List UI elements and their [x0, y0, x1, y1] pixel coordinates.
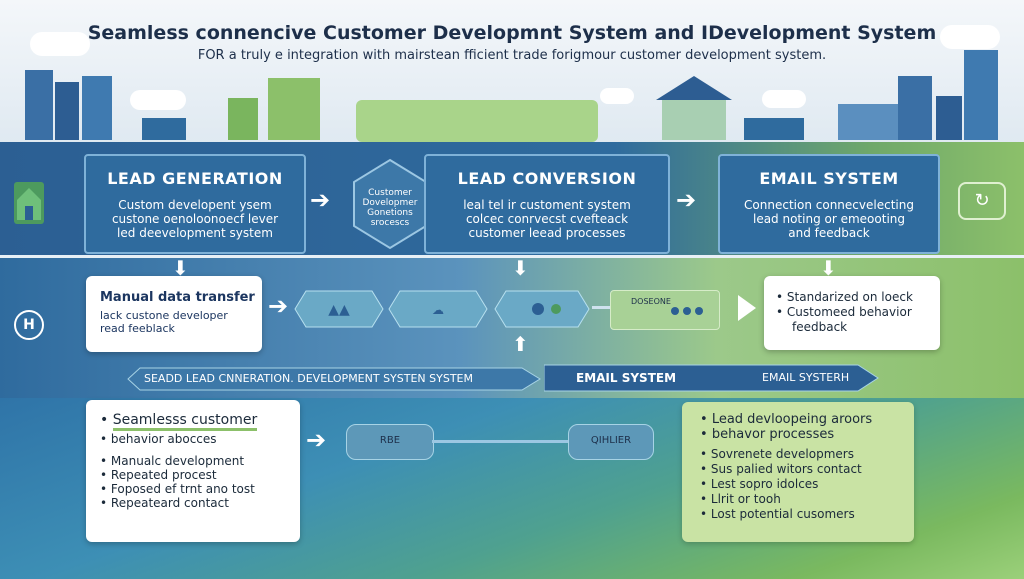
diamond-line: srocescs: [370, 218, 410, 228]
sign-decoration: [744, 118, 804, 140]
page-title: Seamless connencive Customer Developmnt …: [87, 22, 937, 44]
up-arrow-icon: ⬆: [512, 332, 529, 356]
manual-transfer-card[interactable]: Manual data transfer lack custone develo…: [86, 276, 262, 352]
building-green: [268, 78, 320, 140]
email-system-title: EMAIL SYSTEM: [759, 169, 899, 188]
diamond-node[interactable]: Customer Dovelopmer Gonetions srocescs: [352, 158, 428, 250]
email-system-line: Connection connecvelecting: [744, 198, 914, 212]
standardized-item: • Standarized on loeck: [776, 290, 913, 304]
flow-hex-node[interactable]: [494, 290, 590, 328]
manual-transfer-line: lack custone developer: [100, 309, 228, 322]
email-system-line: lead noting or emeooting: [752, 212, 905, 226]
seamless-item: • Foposed ef trnt ano tost: [100, 482, 255, 496]
diamond-line: Gonetions: [367, 208, 413, 218]
connector-line: [592, 306, 610, 309]
banner-left-label: SEADD LEAD CNNERATION. DEVELOPMENT SYSTE…: [144, 372, 473, 385]
arrow-icon: ➔: [310, 186, 331, 214]
lead-issue-item: • behavor processes: [700, 427, 835, 442]
seamless-customer-card[interactable]: • Seamlesss customer • behavior abocces …: [86, 400, 300, 542]
page-subtitle: FOR a truly e integration with mairstean…: [197, 48, 827, 63]
banner-arrow-right[interactable]: EMAIL SYSTEM EMAIL SYSTERH: [544, 362, 880, 394]
arrow-icon: ➔: [676, 186, 697, 214]
flow-tag-panel[interactable]: DOSEONE: [610, 290, 720, 330]
email-system-box[interactable]: EMAIL SYSTEM Connection connecvelecting …: [718, 154, 940, 254]
down-arrow-icon: ⬇: [820, 256, 837, 280]
lead-issues-card[interactable]: • Lead devloopeing aroors • behavor proc…: [682, 402, 914, 542]
svg-text:☁: ☁: [432, 303, 444, 317]
cloud-decoration: [762, 90, 806, 108]
email-system-line: and feedback: [788, 226, 870, 240]
home-icon: [14, 182, 44, 224]
seamless-item: • Manualc development: [100, 454, 245, 468]
lead-issue-item: • Sovrenete developmers: [700, 447, 854, 461]
house-icon: [662, 96, 726, 140]
lead-conversion-box[interactable]: LEAD CONVERSION leal tel ir customent sy…: [424, 154, 670, 254]
play-arrow-icon: [738, 295, 756, 321]
pill-node-right[interactable]: QIHLIER: [568, 424, 654, 460]
banner-right-label: EMAIL SYSTERH: [762, 371, 850, 384]
sign-decoration: [142, 118, 186, 140]
lead-conversion-line: customer leead processes: [468, 226, 626, 240]
down-arrow-icon: ⬇: [172, 256, 189, 280]
building-right: [838, 104, 898, 140]
banner-right-label: EMAIL SYSTEM: [576, 371, 677, 385]
flow-hex-node[interactable]: ▲▲: [294, 290, 384, 328]
connector-line: [432, 440, 568, 443]
seamless-title: • Seamlesss customer: [100, 412, 300, 431]
flow-hex-node[interactable]: ☁: [388, 290, 488, 328]
building-right: [964, 50, 998, 140]
lead-generation-line: custone oenoloonoecf lever: [111, 212, 279, 226]
building-right: [898, 76, 932, 140]
divider-line: [0, 255, 1024, 258]
building-left: [55, 82, 79, 140]
lead-issue-item: • Lost potential cusomers: [700, 507, 855, 521]
building-left: [82, 76, 112, 140]
house-roof: [656, 76, 732, 100]
lead-conversion-title: LEAD CONVERSION: [457, 169, 637, 188]
arrow-icon: ➔: [268, 292, 289, 320]
lead-issue-item: • Sus palied witors contact: [700, 462, 862, 476]
standardized-card[interactable]: • Standarized on loeck • Customeed behav…: [764, 276, 940, 350]
cloud-decoration: [940, 25, 1000, 49]
svg-text:▲▲: ▲▲: [328, 302, 350, 318]
arrow-icon: ➔: [306, 426, 327, 454]
standardized-item: feedback: [792, 320, 848, 334]
lead-generation-box[interactable]: LEAD GENERATION Custom developent ysem c…: [84, 154, 306, 254]
flow-tag-label: DOSEONE: [631, 297, 671, 306]
lead-generation-line: led deevelopment system: [117, 226, 273, 240]
lead-issue-item: • Lead devloopeing aroors: [700, 412, 873, 427]
building-left: [25, 70, 53, 140]
standardized-item: • Customeed behavior: [776, 305, 912, 319]
lead-generation-title: LEAD GENERATION: [107, 169, 283, 188]
cloud-decoration: [30, 32, 90, 56]
banner-arrow-left[interactable]: SEADD LEAD CNNERATION. DEVELOPMENT SYSTE…: [126, 366, 542, 392]
cloud-decoration: [130, 90, 186, 110]
seamless-item: • behavior abocces: [100, 432, 217, 446]
manual-transfer-title: Manual data transfer: [100, 290, 255, 305]
green-platform: [356, 100, 598, 142]
building-right: [936, 96, 962, 140]
lead-issue-item: • Lest sopro idolces: [700, 477, 819, 491]
diamond-line: Dovelopmer: [362, 198, 418, 208]
seamless-item: • Repeated procest: [100, 468, 217, 482]
pill-left-label: RBE: [379, 435, 401, 446]
lead-issue-item: • Llrit or tooh: [700, 492, 781, 506]
building-green: [228, 98, 258, 140]
diamond-line: Customer: [368, 188, 412, 198]
seamless-item: • Repeateard contact: [100, 496, 229, 510]
lead-generation-line: Custom developent ysem: [118, 198, 272, 212]
down-arrow-icon: ⬇: [512, 256, 529, 280]
pill-right-label: QIHLIER: [590, 435, 632, 446]
lead-conversion-line: leal tel ir customent system: [463, 198, 631, 212]
cloud-decoration: [600, 88, 634, 104]
h-circle-icon: H: [14, 310, 44, 340]
lead-conversion-line: colcec conrvecst cvefteack: [465, 212, 629, 226]
manual-transfer-line: read feeblack: [100, 322, 175, 335]
number-badge-icon: ↻: [958, 182, 1006, 220]
pill-node-left[interactable]: RBE: [346, 424, 434, 460]
